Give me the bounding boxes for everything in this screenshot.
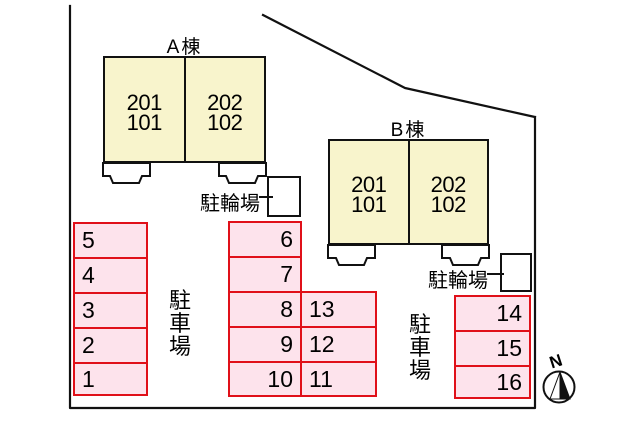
parking-spot-2: 2: [73, 327, 148, 364]
parking-spot-8: 8: [228, 291, 302, 328]
parking-spot-6: 6: [228, 221, 302, 258]
parking-spot-11: 11: [300, 361, 377, 397]
building-b-porch-left: [327, 244, 376, 266]
parking-spot-3: 3: [73, 292, 148, 329]
parking-spot-4: 4: [73, 257, 148, 294]
unit-number: 201: [351, 172, 387, 197]
boundary-outline: [68, 4, 537, 410]
bicycle-parking-b-box: [500, 253, 532, 292]
building-a-unit-left: 201 101: [105, 58, 184, 161]
compass-icon: [542, 370, 576, 404]
unit-number: 202: [430, 172, 467, 197]
parking-spot-16: 16: [454, 365, 531, 399]
car-parking-label-right: 駐車場: [408, 312, 431, 383]
parking-spot-9: 9: [228, 326, 302, 363]
parking-spot-14: 14: [454, 295, 531, 332]
unit-number: 102: [430, 192, 467, 217]
building-a-porch-right: [218, 162, 267, 184]
parking-spot-15: 15: [454, 330, 531, 367]
parking-spot-12: 12: [300, 326, 377, 363]
building-a: 201 101 202 102: [103, 56, 266, 163]
bicycle-parking-b-label: 駐輪場: [428, 270, 488, 292]
parking-spot-10: 10: [228, 361, 302, 397]
building-b-unit-left: 201 101: [330, 141, 408, 243]
bicycle-parking-a-box: [267, 176, 301, 217]
car-parking-label-left: 駐車場: [168, 288, 191, 359]
bicycle-parking-a-label: 駐輪場: [200, 193, 260, 215]
building-b-unit-right: 202 102: [407, 141, 488, 243]
unit-number: 101: [351, 192, 387, 217]
building-a-label: A棟: [166, 37, 203, 58]
building-a-porch-left: [102, 162, 151, 184]
unit-number: 202: [207, 90, 243, 115]
building-b-label: B棟: [390, 120, 427, 141]
parking-spot-7: 7: [228, 256, 302, 293]
unit-number: 101: [126, 110, 163, 135]
unit-number: 201: [126, 90, 163, 115]
building-a-unit-right: 202 102: [183, 58, 265, 161]
building-b: 201 101 202 102: [328, 139, 489, 245]
building-b-porch-right: [441, 244, 490, 266]
parking-spot-1: 1: [73, 362, 148, 396]
parking-spot-13: 13: [300, 291, 377, 328]
unit-number: 102: [207, 110, 243, 135]
parking-spot-5: 5: [73, 222, 148, 259]
